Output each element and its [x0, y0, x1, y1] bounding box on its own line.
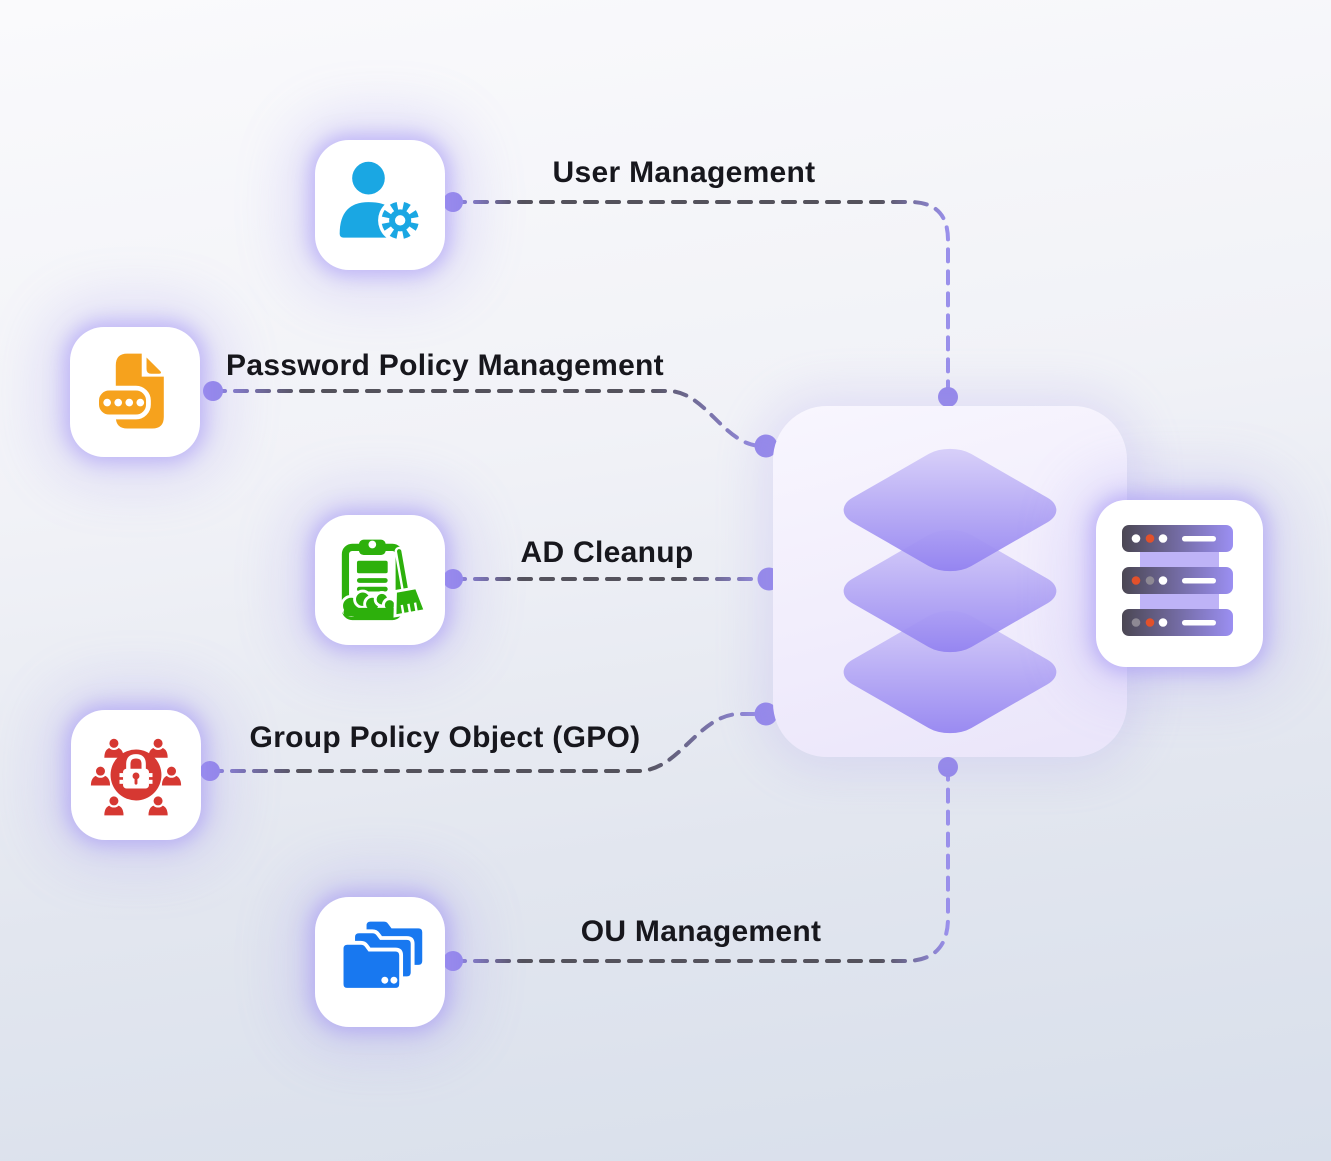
connector-endpoint-dot — [938, 387, 958, 407]
password-document-icon — [94, 350, 168, 429]
folders-icon — [339, 917, 427, 992]
feature-label: Group Policy Object (GPO) — [249, 721, 641, 754]
user-nodes — [90, 736, 182, 816]
connector-endpoint-dot — [443, 951, 463, 971]
connector-endpoint-dot — [938, 757, 958, 777]
feature-label: Password Policy Management — [226, 349, 664, 382]
feature-label: OU Management — [580, 915, 822, 948]
connector-endpoint-dot — [443, 192, 463, 212]
layers-icon — [843, 448, 1057, 734]
server-rack-icon — [1122, 525, 1233, 636]
group-policy-lock-icon — [90, 736, 182, 816]
connector-endpoint-dot — [203, 381, 223, 401]
central-hub-panel — [773, 406, 1127, 757]
connector-endpoint-dot — [443, 569, 463, 589]
feature-label: AD Cleanup — [520, 536, 694, 569]
connector-endpoint-dot — [200, 761, 220, 781]
feature-ou-management — [315, 897, 445, 1027]
feature-password-policy — [70, 327, 200, 457]
user-gear-icon — [339, 161, 423, 243]
clipboard-broom-icon — [340, 539, 428, 621]
feature-ad-cleanup — [315, 515, 445, 645]
connector-password-policy — [211, 389, 764, 448]
feature-label: User Management — [552, 156, 816, 189]
feature-user-management — [315, 140, 445, 270]
server-card — [1096, 500, 1263, 667]
feature-gpo — [71, 710, 201, 840]
